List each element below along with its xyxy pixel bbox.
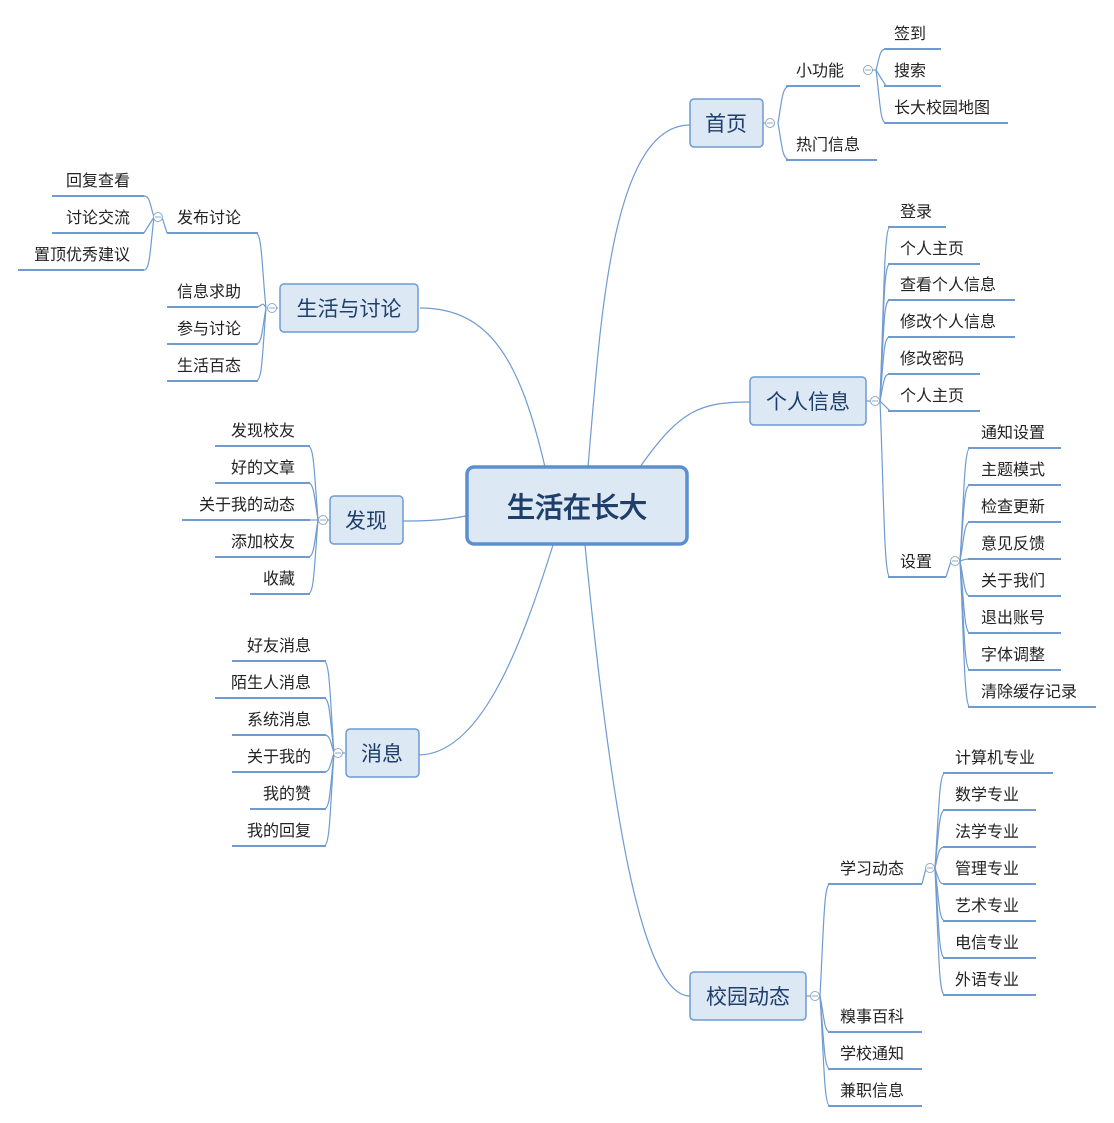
leaf-item[interactable]: 收藏 — [263, 569, 295, 588]
subtopic-school-notice[interactable]: 学校通知 — [840, 1044, 904, 1063]
subtopic-hot-info[interactable]: 热门信息 — [796, 135, 860, 154]
node-message-label: 消息 — [361, 742, 403, 766]
leaf-item[interactable]: 长大校园地图 — [894, 98, 990, 117]
subtopic-settings[interactable]: 设置 — [900, 552, 932, 571]
subtopic-login[interactable]: 登录 — [900, 202, 932, 221]
subtopic-join[interactable]: 参与讨论 — [177, 319, 241, 338]
leaf-item[interactable]: 我的赞 — [263, 784, 311, 803]
node-discover[interactable]: 发现 — [329, 495, 404, 545]
root-label: 生活在长大 — [507, 491, 647, 524]
node-life[interactable]: 生活与讨论 — [279, 283, 419, 333]
subtopic-small-features[interactable]: 小功能 — [796, 61, 844, 80]
node-message[interactable]: 消息 — [345, 728, 420, 778]
subtopic-post-discussion[interactable]: 发布讨论 — [177, 208, 241, 227]
root-node[interactable]: 生活在长大 — [465, 465, 689, 546]
collapse-icon[interactable] — [810, 991, 820, 1001]
node-campus[interactable]: 校园动态 — [689, 971, 807, 1021]
leaf-item[interactable]: 外语专业 — [955, 970, 1019, 989]
leaf-item[interactable]: 回复查看 — [66, 171, 130, 190]
leaf-item[interactable]: 陌生人消息 — [231, 673, 311, 692]
leaf-item[interactable]: 通知设置 — [981, 423, 1045, 442]
collapse-icon[interactable] — [153, 212, 163, 222]
node-home-label: 首页 — [705, 112, 747, 136]
leaf-item[interactable]: 退出账号 — [981, 608, 1045, 627]
collapse-icon[interactable] — [318, 515, 328, 525]
node-home[interactable]: 首页 — [689, 98, 764, 148]
collapse-icon[interactable] — [870, 396, 880, 406]
leaf-item[interactable]: 数学专业 — [955, 785, 1019, 804]
node-profile-label: 个人信息 — [766, 390, 850, 414]
leaf-item[interactable]: 好的文章 — [231, 458, 295, 477]
subtopic-view-profile[interactable]: 查看个人信息 — [900, 275, 996, 294]
node-discover-label: 发现 — [345, 509, 387, 533]
subtopic-homepage[interactable]: 个人主页 — [900, 239, 964, 258]
leaf-item[interactable]: 清除缓存记录 — [981, 682, 1077, 701]
node-profile[interactable]: 个人信息 — [749, 376, 867, 426]
subtopic-part-time-jobs[interactable]: 兼职信息 — [840, 1081, 904, 1100]
branch-life — [18, 195, 278, 382]
leaf-item[interactable]: 签到 — [894, 24, 926, 43]
collapse-icon[interactable] — [333, 748, 343, 758]
branch-home — [763, 48, 1008, 161]
collapse-icon[interactable] — [863, 65, 873, 75]
leaf-item[interactable]: 字体调整 — [981, 645, 1045, 664]
collapse-icon[interactable] — [267, 303, 277, 313]
subtopic-change-password[interactable]: 修改密码 — [900, 349, 964, 368]
leaf-item[interactable]: 添加校友 — [231, 532, 295, 551]
leaf-item[interactable]: 电信专业 — [955, 933, 1019, 952]
leaf-item[interactable]: 系统消息 — [247, 710, 311, 729]
branch-campus — [806, 772, 1053, 1107]
subtopic-help[interactable]: 信息求助 — [177, 282, 241, 301]
leaf-item[interactable]: 关于我的动态 — [199, 495, 295, 514]
leaf-item[interactable]: 主题模式 — [981, 460, 1045, 479]
leaf-item[interactable]: 置顶优秀建议 — [34, 245, 130, 264]
leaf-item[interactable]: 我的回复 — [247, 821, 311, 840]
branch-discover — [182, 445, 329, 595]
leaf-item[interactable]: 检查更新 — [981, 497, 1045, 516]
collapse-icon[interactable] — [950, 556, 960, 566]
leaf-item[interactable]: 意见反馈 — [981, 534, 1045, 553]
leaf-item[interactable]: 好友消息 — [247, 636, 311, 655]
branch-profile — [866, 226, 1096, 708]
node-life-label: 生活与讨论 — [297, 297, 402, 321]
leaf-item[interactable]: 关于我的 — [247, 747, 311, 766]
leaf-item[interactable]: 计算机专业 — [955, 748, 1035, 767]
node-campus-label: 校园动态 — [706, 985, 790, 1009]
collapse-icon[interactable] — [925, 863, 935, 873]
leaf-item[interactable]: 搜索 — [894, 61, 926, 80]
subtopic-funny-stories[interactable]: 糗事百科 — [840, 1007, 904, 1026]
subtopic-homepage-2[interactable]: 个人主页 — [900, 386, 964, 405]
subtopic-edit-profile[interactable]: 修改个人信息 — [900, 312, 996, 331]
leaf-item[interactable]: 关于我们 — [981, 571, 1045, 590]
root-connectors — [402, 124, 751, 997]
collapse-icon[interactable] — [765, 118, 775, 128]
leaf-item[interactable]: 发现校友 — [231, 421, 295, 440]
subtopic-study-news[interactable]: 学习动态 — [840, 859, 904, 878]
leaf-item[interactable]: 管理专业 — [955, 859, 1019, 878]
subtopic-daily-life[interactable]: 生活百态 — [177, 356, 241, 375]
branch-message — [215, 660, 345, 847]
leaf-item[interactable]: 艺术专业 — [955, 896, 1019, 915]
leaf-item[interactable]: 法学专业 — [955, 822, 1019, 841]
leaf-item[interactable]: 讨论交流 — [66, 208, 130, 227]
